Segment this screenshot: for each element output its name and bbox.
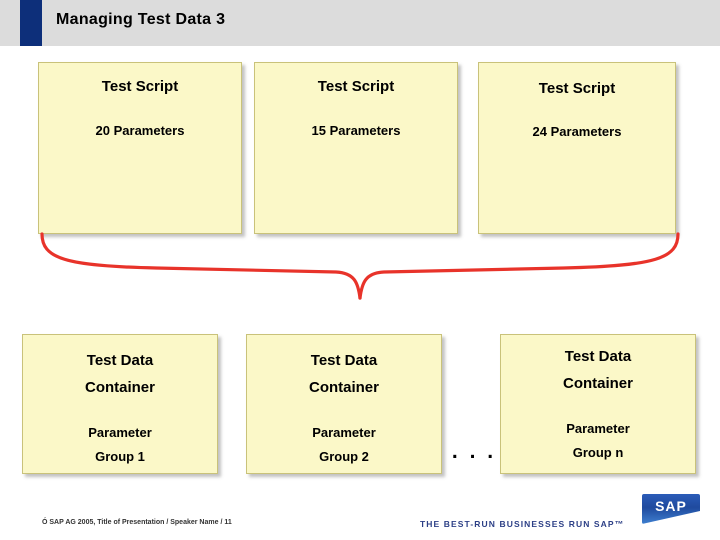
sap-logo: SAP [642, 494, 700, 524]
test-script-parameters: 24 Parameters [532, 124, 622, 139]
test-script-parameters: 20 Parameters [95, 123, 185, 138]
page-title: Managing Test Data 3 [56, 11, 226, 28]
container-sub-line-2: Group 1 [95, 449, 145, 464]
footer-copyright: Ó SAP AG 2005, Title of Presentation / S… [42, 519, 232, 526]
test-script-title: Test Script [538, 80, 616, 97]
test-script-title: Test Script [317, 78, 395, 95]
sap-logo-text: SAP [655, 498, 687, 514]
test-script-box-3: Test Script 24 Parameters [478, 62, 676, 234]
test-script-parameters: 15 Parameters [311, 123, 401, 138]
test-data-container-parameter-group: Parameter Group n [501, 417, 695, 465]
container-title-line-1: Test Data [310, 352, 378, 369]
test-data-container-box-2: Test Data Container Parameter Group 2 [246, 334, 442, 474]
test-script-box-1: Test Script 20 Parameters [38, 62, 242, 234]
ellipsis-separator: . . . [451, 440, 497, 463]
container-sub-line-1: Parameter [312, 425, 376, 440]
container-sub-line-2: Group 2 [319, 449, 369, 464]
container-title-line-1: Test Data [564, 348, 632, 365]
container-sub-line-1: Parameter [88, 425, 152, 440]
footer-tagline-text: THE BEST-RUN BUSINESSES RUN SAP [420, 519, 615, 529]
trademark-symbol: ™ [614, 519, 625, 529]
test-script-box-2: Test Script 15 Parameters [254, 62, 458, 234]
footer-tagline: THE BEST-RUN BUSINESSES RUN SAP™ [420, 519, 624, 529]
test-data-container-parameter-group: Parameter Group 1 [23, 421, 217, 469]
container-title-line-2: Container [84, 379, 155, 396]
container-title-line-2: Container [562, 375, 633, 392]
test-data-container-title: Test Data Container [247, 347, 441, 401]
container-title-line-2: Container [308, 379, 379, 396]
container-sub-line-2: Group n [572, 445, 624, 460]
brace-connector-icon [40, 232, 680, 300]
test-data-container-title: Test Data Container [501, 343, 695, 397]
container-title-line-1: Test Data [86, 352, 154, 369]
container-sub-line-1: Parameter [566, 421, 630, 436]
test-script-title: Test Script [101, 78, 179, 95]
slide-header: Managing Test Data 3 [0, 0, 720, 46]
test-data-container-title: Test Data Container [23, 347, 217, 401]
test-data-container-box-n: Test Data Container Parameter Group n [500, 334, 696, 474]
test-data-container-box-1: Test Data Container Parameter Group 1 [22, 334, 218, 474]
test-data-container-parameter-group: Parameter Group 2 [247, 421, 441, 469]
header-accent-block [20, 0, 42, 46]
